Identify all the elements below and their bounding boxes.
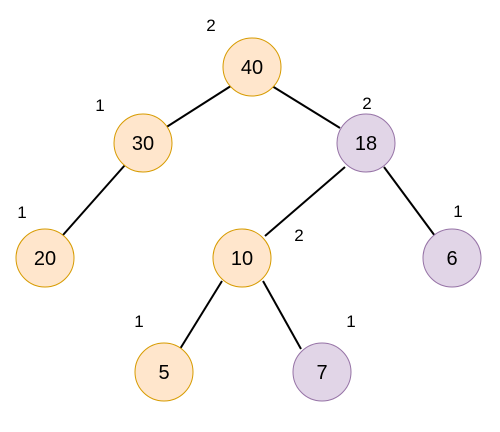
edge-10-5: [179, 280, 223, 350]
tree-node-30: 30 1: [95, 96, 173, 173]
node-rank: 1: [346, 312, 355, 331]
tree-node-40: 40 2: [206, 16, 282, 97]
edge-40-18: [271, 85, 341, 129]
node-value: 18: [355, 133, 377, 155]
node-rank: 2: [294, 226, 303, 245]
node-value: 5: [158, 362, 169, 384]
node-circle: [15, 228, 75, 288]
tree-node-20: 20 1: [15, 203, 75, 288]
node-rank: 2: [206, 16, 215, 35]
tree-node-18: 18 2: [336, 94, 396, 173]
edge-30-20: [62, 164, 126, 236]
node-value: 10: [231, 248, 253, 270]
node-rank: 1: [95, 96, 104, 115]
node-circle: [134, 342, 194, 402]
node-circle: [292, 342, 352, 402]
tree-node-7: 7 1: [292, 312, 356, 402]
tree-node-5: 5 1: [134, 312, 194, 402]
node-value: 30: [132, 133, 154, 155]
node-value: 40: [241, 57, 263, 79]
node-value: 6: [446, 248, 457, 270]
tree-node-10: 10 2: [212, 226, 304, 288]
edge-18-10: [264, 166, 346, 237]
node-circle: [212, 228, 272, 288]
node-circle: [113, 113, 173, 173]
node-circle: [222, 37, 282, 97]
node-circle: [336, 113, 396, 173]
tree-node-6: 6 1: [422, 202, 482, 288]
node-rank: 1: [17, 203, 26, 222]
edge-40-30: [164, 83, 235, 129]
edge-18-6: [383, 166, 436, 237]
node-circle: [422, 228, 482, 288]
node-rank: 1: [134, 312, 143, 331]
node-value: 20: [34, 248, 56, 270]
edges-group: [62, 83, 436, 350]
edge-10-7: [262, 280, 302, 350]
node-rank: 1: [453, 202, 462, 221]
node-rank: 2: [362, 94, 371, 113]
node-value: 7: [316, 362, 327, 384]
